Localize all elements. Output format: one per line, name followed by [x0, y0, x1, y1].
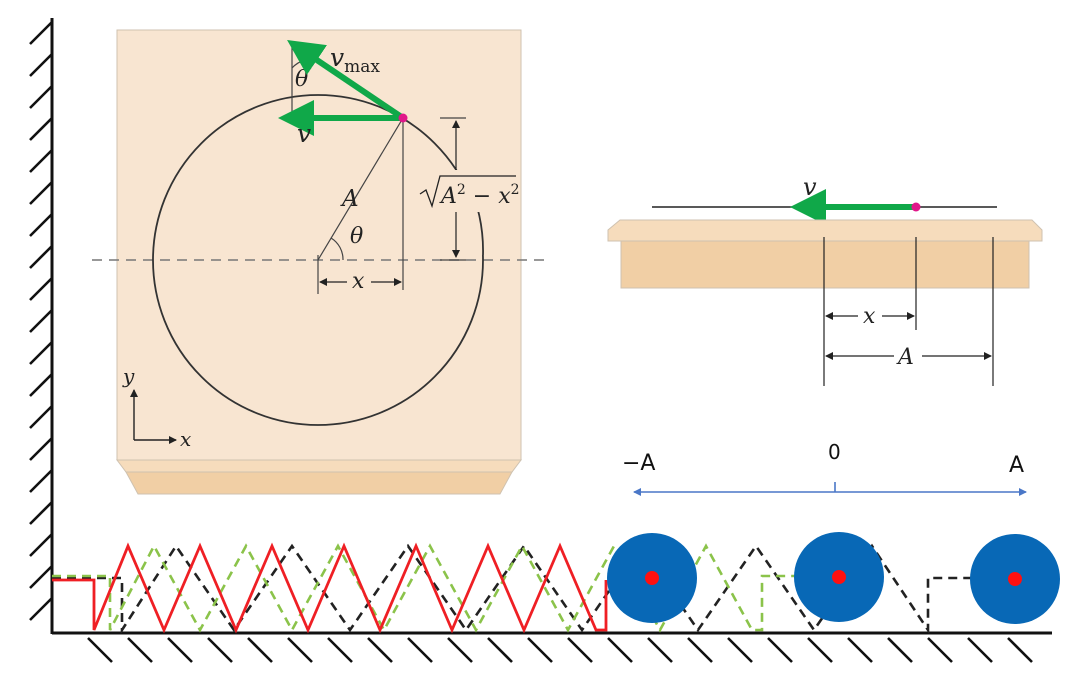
wall-and-floor — [29, 18, 1052, 663]
axis-y-label: y — [122, 364, 135, 388]
axis-A-label: A — [1009, 453, 1024, 478]
x-label: x — [352, 269, 365, 294]
axis-minus-A-label: −A — [622, 451, 655, 476]
theta-top-label: θ — [295, 67, 308, 92]
v-label-right: v — [803, 173, 817, 201]
sqrt-expression: A2 − x2 — [439, 182, 520, 209]
reference-circle-panel: x A2 − x2 A θ θ vmax v y x — [92, 29, 545, 495]
left-block-base — [116, 459, 522, 473]
floor-hatching — [87, 637, 1033, 663]
mass-at-minus-A — [607, 533, 697, 623]
axis-zero-label: 0 — [828, 440, 841, 464]
left-block-foot — [125, 471, 513, 495]
axis-x-label: x — [180, 427, 191, 451]
right-block-top — [607, 219, 1043, 242]
position-axis: −A 0 A — [622, 440, 1027, 496]
x-label-right: x — [863, 304, 876, 329]
spring-equilibrium-green — [52, 543, 800, 633]
vmax-arrow — [287, 39, 405, 121]
A-label-right: A — [896, 345, 914, 370]
moving-point-right — [911, 202, 921, 212]
wall-hatching — [29, 21, 53, 621]
vmax-label: vmax — [330, 43, 380, 77]
reference-circle — [152, 94, 484, 426]
spring-extended-black — [52, 543, 972, 635]
A-label: A — [340, 186, 359, 212]
sqrt-sign — [419, 175, 516, 209]
theta-center-label: θ — [350, 224, 363, 249]
v-label-left: v — [297, 119, 311, 148]
spring-compressed-red — [52, 542, 608, 634]
mass-at-zero — [794, 532, 884, 622]
projection-panel: v x A — [607, 173, 1043, 386]
radius-line — [317, 117, 404, 261]
theta-arc — [330, 237, 344, 261]
moving-point — [398, 113, 408, 123]
right-block — [620, 240, 1030, 289]
mass-at-A — [970, 534, 1060, 624]
